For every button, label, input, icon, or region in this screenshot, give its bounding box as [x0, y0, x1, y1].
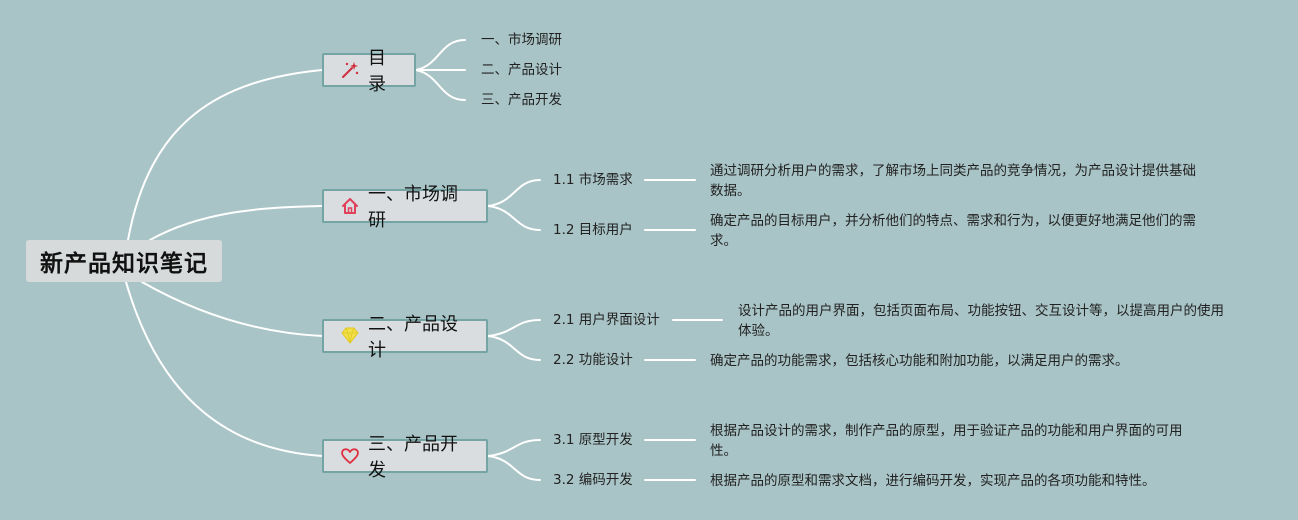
topic-description[interactable]: 通过调研分析用户的需求，了解市场上同类产品的竞争情况，为产品设计提供基础数据。: [710, 163, 1196, 199]
root-topic[interactable]: 新产品知识笔记: [26, 240, 222, 282]
subtopic-label[interactable]: 2.2 功能设计: [553, 352, 633, 368]
toc-item[interactable]: 一、市场调研: [481, 32, 562, 48]
topic-description[interactable]: 确定产品的功能需求，包括核心功能和附加功能，以满足用户的需求。: [710, 353, 1129, 369]
lightbulb-icon: [340, 326, 360, 346]
subtopic-label[interactable]: 1.2 目标用户: [553, 222, 633, 238]
home-icon: [340, 196, 360, 216]
topic-description[interactable]: 确定产品的目标用户，并分析他们的特点、需求和行为，以便更好地满足他们的需求。: [710, 213, 1196, 249]
subtopic-label[interactable]: 1.1 市场需求: [553, 172, 633, 188]
branch-market-research[interactable]: 一、市场调研: [322, 184, 488, 231]
toc-item[interactable]: 三、产品开发: [481, 92, 562, 108]
branch-label: 三、产品开发: [368, 434, 458, 481]
root-title: 新产品知识笔记: [40, 251, 208, 277]
branch-label: 目录: [368, 48, 386, 95]
heart-icon: [340, 446, 360, 466]
subtopic-label[interactable]: 3.2 编码开发: [553, 472, 633, 488]
subtopic-label[interactable]: 2.1 用户界面设计: [553, 312, 660, 328]
subtopic-label[interactable]: 3.1 原型开发: [553, 432, 633, 448]
branch-toc[interactable]: 目录: [322, 48, 416, 95]
magic-wand-icon: [340, 60, 360, 80]
topic-description[interactable]: 根据产品的原型和需求文档，进行编码开发，实现产品的各项功能和特性。: [710, 473, 1156, 489]
branch-product-design[interactable]: 二、产品设计: [322, 314, 488, 361]
branch-label: 一、市场调研: [368, 184, 458, 231]
branch-product-development[interactable]: 三、产品开发: [322, 434, 488, 481]
branch-label: 二、产品设计: [368, 314, 458, 361]
topic-description[interactable]: 根据产品设计的需求，制作产品的原型，用于验证产品的功能和用户界面的可用性。: [710, 423, 1183, 459]
toc-item[interactable]: 二、产品设计: [481, 62, 562, 78]
topic-description[interactable]: 设计产品的用户界面，包括页面布局、功能按钮、交互设计等，以提高用户的使用体验。: [738, 303, 1224, 339]
